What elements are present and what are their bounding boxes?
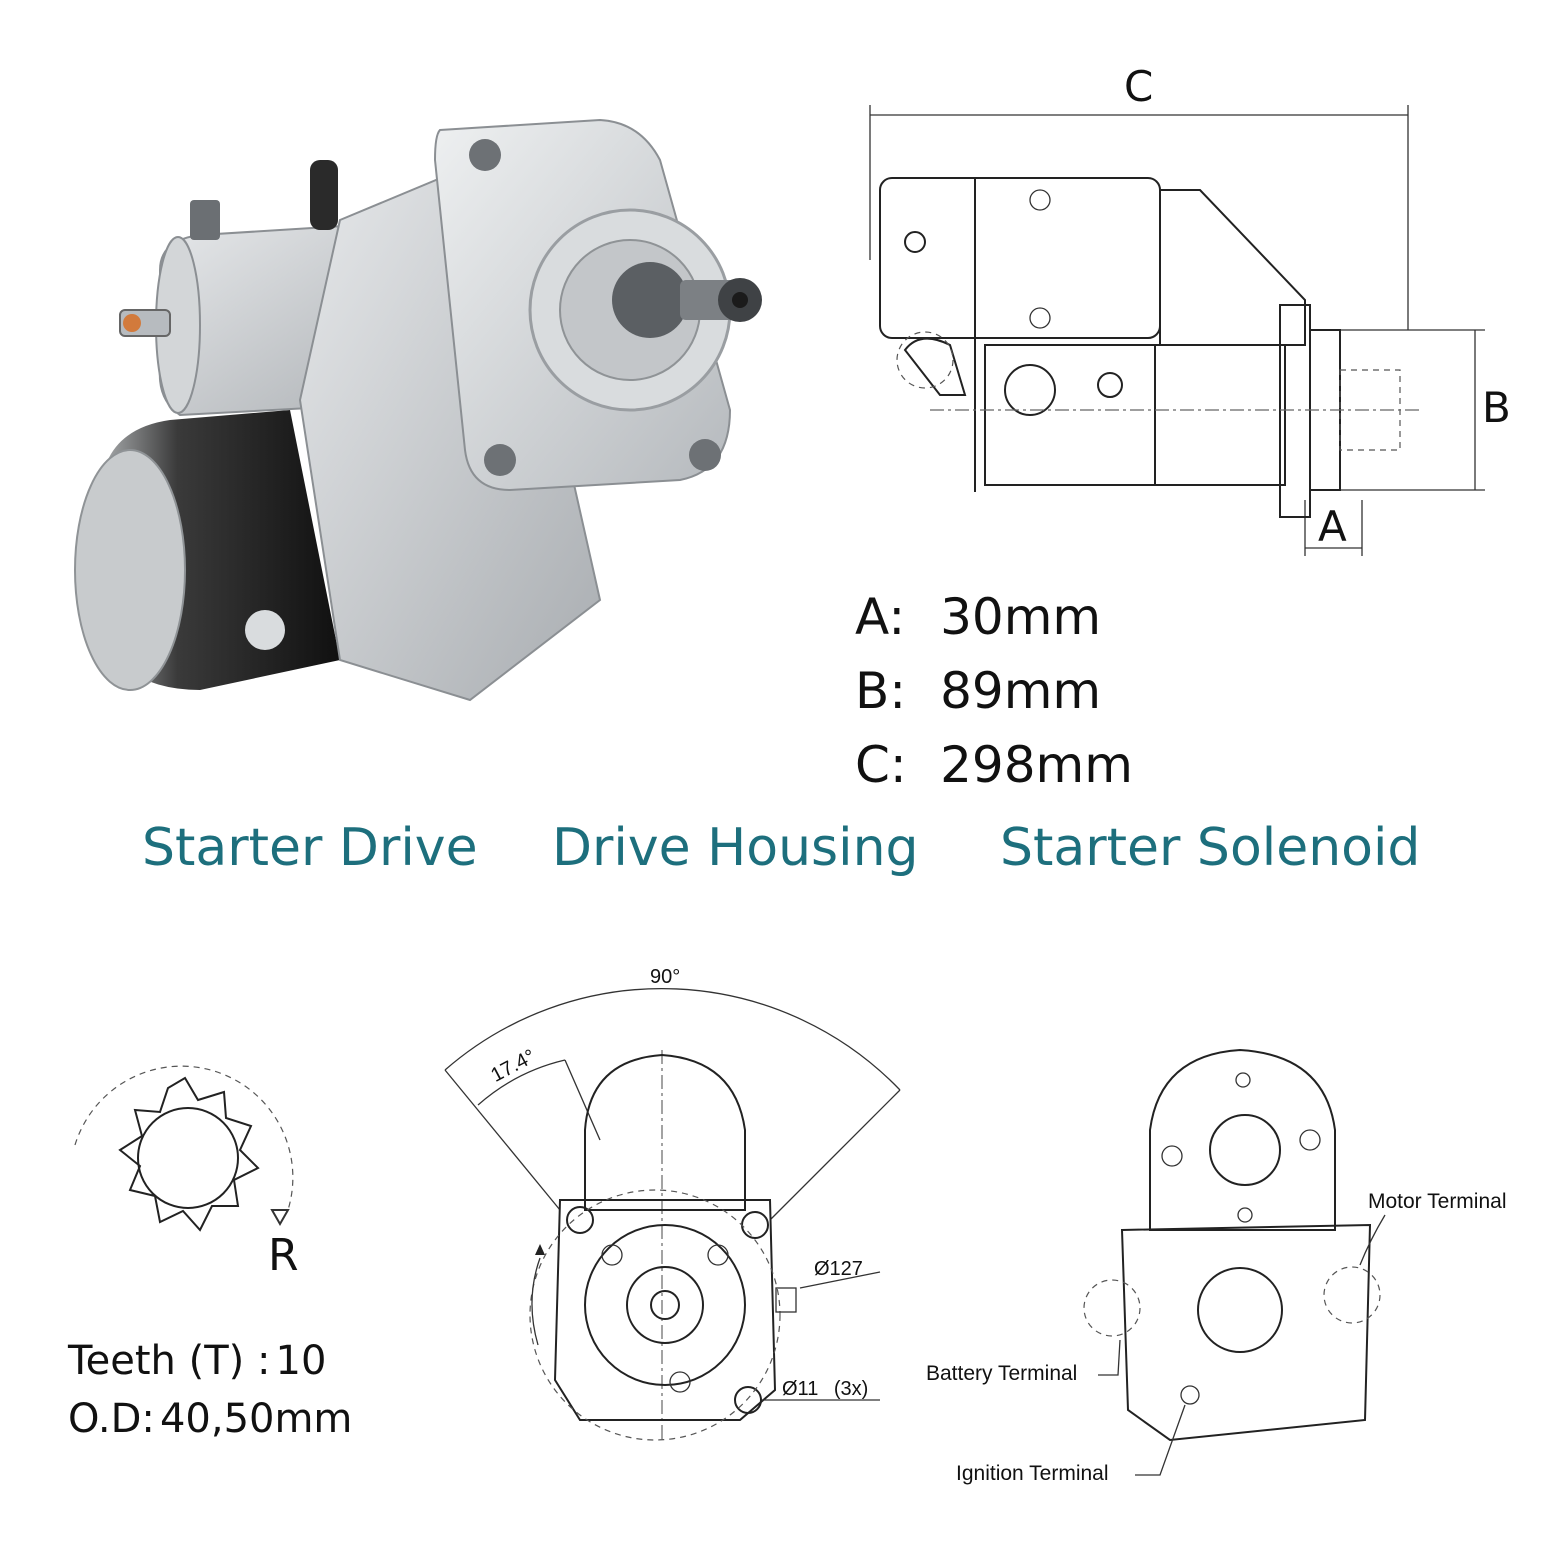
motor-terminal-circle — [1323, 1266, 1381, 1324]
diameter-127-label: Ø127 — [814, 1258, 863, 1280]
housing-solenoid-outline — [584, 1053, 746, 1211]
drawing-lead-wire — [903, 337, 967, 396]
gear-specs: Teeth (T) : 10 O.D: 40,50mm — [68, 1338, 352, 1442]
solenoid-bolt — [1161, 1145, 1183, 1167]
rotation-arrow-icon — [535, 1244, 545, 1255]
drawing-detail-circle — [896, 331, 954, 389]
housing-stud — [775, 1287, 797, 1313]
drawing-screw-bottom — [1029, 307, 1051, 329]
motor-terminal-label: Motor Terminal — [1368, 1190, 1507, 1213]
flange-screw — [707, 1244, 729, 1266]
od-row: O.D: 40,50mm — [68, 1396, 352, 1442]
drawing-terminal — [904, 231, 926, 253]
spec-key: B: — [855, 662, 907, 720]
leader-battery-terminal — [1098, 1339, 1121, 1376]
ignition-screw — [1180, 1385, 1200, 1405]
spec-row-b: B: 89mm — [855, 662, 1133, 736]
leader-ignition-terminal — [1135, 1404, 1186, 1476]
ignition-terminal-label: Ignition Terminal — [956, 1462, 1109, 1485]
angle-90-leg-left — [444, 1069, 561, 1211]
solenoid-screw — [1237, 1207, 1253, 1223]
drawing-bolt — [1097, 372, 1123, 398]
drawing-lead-boss — [1004, 364, 1056, 416]
section-title-drive-housing: Drive Housing — [552, 818, 919, 878]
spec-value: 30mm — [940, 588, 1102, 646]
holes-count: (3x) — [833, 1378, 869, 1400]
rotation-arc — [531, 1257, 541, 1346]
spec-key: C: — [855, 736, 907, 794]
spec-value: 89mm — [940, 662, 1102, 720]
mount-hole-bottom — [734, 1386, 762, 1414]
teeth-value: 10 — [275, 1338, 327, 1384]
solenoid-body-bore — [1197, 1267, 1283, 1353]
dimension-a-label: A — [1318, 502, 1347, 551]
solenoid-bolt — [1299, 1129, 1321, 1151]
spec-value: 298mm — [940, 736, 1133, 794]
gear-rotation-arc — [74, 1065, 294, 1211]
starter-motor-illustration — [74, 118, 762, 702]
section-title-starter-drive: Starter Drive — [142, 818, 478, 878]
diameter-11-value: Ø11 — [782, 1378, 819, 1400]
angle-17-leg — [564, 1059, 601, 1141]
pilot-outline — [529, 1189, 781, 1441]
leader-motor-terminal — [1359, 1214, 1386, 1266]
solenoid-screw — [1235, 1072, 1251, 1088]
dimension-c-label: C — [1124, 62, 1154, 111]
angle-90-label: 90° — [650, 966, 681, 988]
battery-terminal-circle — [1083, 1279, 1141, 1337]
leader-127 — [799, 1271, 881, 1289]
rotation-arrow-icon — [270, 1209, 290, 1227]
pinion-circle — [626, 1266, 704, 1344]
spec-key: A: — [855, 588, 906, 646]
rotation-label: R — [268, 1230, 299, 1281]
spec-list: A: 30mm B: 89mm C: 298mm — [855, 588, 1133, 810]
shaft-circle — [650, 1290, 680, 1320]
drawing-screw-top — [1029, 189, 1051, 211]
spec-row-a: A: 30mm — [855, 588, 1133, 662]
teeth-label: Teeth (T) : — [68, 1338, 271, 1384]
mount-hole-left — [566, 1206, 594, 1234]
drawing-housing-lower — [1154, 344, 1286, 486]
od-label: O.D: — [68, 1396, 155, 1442]
dimension-b-label: B — [1482, 383, 1511, 432]
section-title-starter-solenoid: Starter Solenoid — [1000, 818, 1421, 878]
flange-screw — [669, 1371, 691, 1393]
angle-90-arc — [444, 987, 901, 1091]
housing-flange-outline — [553, 1199, 777, 1421]
solenoid-cap-outline — [1149, 1048, 1336, 1231]
pilot-bore — [584, 1224, 746, 1386]
teeth-row: Teeth (T) : 10 — [68, 1338, 352, 1396]
diameter-11-label: Ø11 (3x) — [782, 1378, 868, 1401]
starter-motor-photo — [40, 100, 780, 720]
flange-screw — [601, 1244, 623, 1266]
spec-row-c: C: 298mm — [855, 736, 1133, 810]
gear-bore — [137, 1107, 239, 1209]
angle-17-arc — [477, 1059, 566, 1106]
gear-outline — [118, 1076, 260, 1232]
od-value: 40,50mm — [159, 1396, 353, 1442]
angle-90-leg-right — [769, 1089, 901, 1221]
drawing-housing — [1159, 189, 1306, 346]
solenoid-cap-bore — [1209, 1114, 1281, 1186]
battery-terminal-label: Battery Terminal — [926, 1362, 1078, 1385]
solenoid-body-outline — [1120, 1223, 1372, 1442]
